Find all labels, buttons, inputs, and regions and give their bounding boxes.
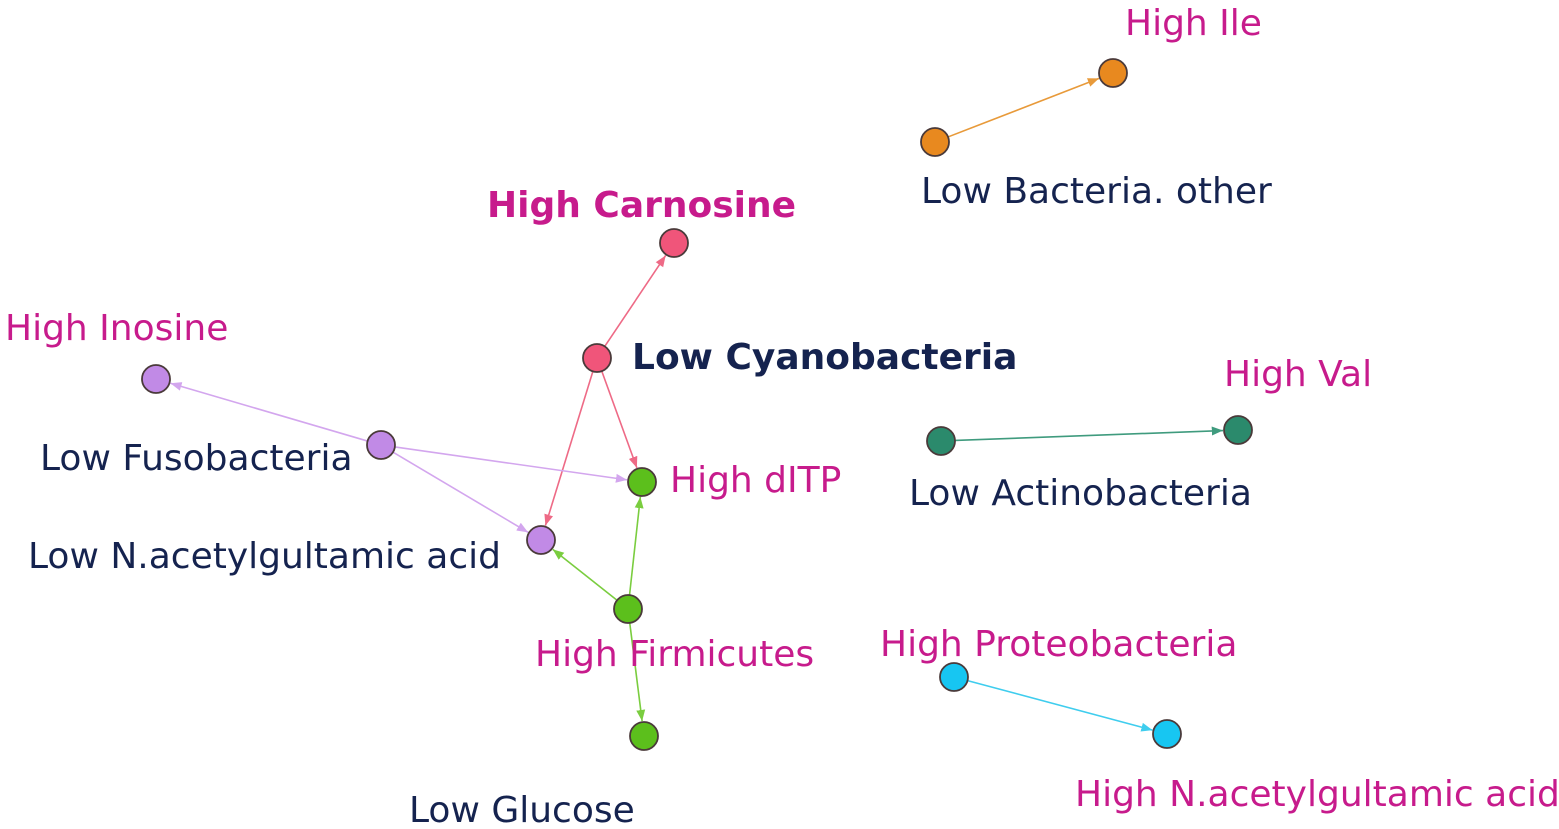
label-high-firmicutes: High Firmicutes: [535, 634, 814, 675]
label-high-val: High Val: [1224, 354, 1372, 395]
node-high-val[interactable]: [1223, 415, 1253, 445]
node-low-actinobacteria[interactable]: [926, 426, 956, 456]
node-low-n-acetylgultamic-acid[interactable]: [526, 525, 556, 555]
node-high-ile[interactable]: [1098, 58, 1128, 88]
node-high-firmicutes[interactable]: [613, 594, 643, 624]
edge-low-bacteria-other-to-high-ile: [947, 77, 1100, 138]
edge-high-proteobacteria-to-high-n-acetylgultamic-acid: [967, 679, 1153, 732]
label-high-ile: High Ile: [1125, 3, 1262, 44]
edge-high-firmicutes-to-low-glucose: [628, 622, 646, 722]
edge-high-firmicutes-to-low-n-acetylgultamic-acid: [552, 548, 618, 601]
node-high-carnosine[interactable]: [659, 228, 689, 258]
label-high-inosine: High Inosine: [5, 308, 228, 349]
label-high-proteobacteria: High Proteobacteria: [880, 624, 1237, 665]
label-low-cyanobacteria: Low Cyanobacteria: [632, 337, 1017, 378]
edge-high-firmicutes-to-high-ditp: [628, 496, 644, 596]
node-high-ditp[interactable]: [627, 467, 657, 497]
edge-low-fusobacteria-to-high-ditp: [394, 446, 628, 483]
label-high-ditp: High dITP: [670, 460, 841, 501]
node-low-fusobacteria[interactable]: [366, 430, 396, 460]
node-high-inosine[interactable]: [141, 364, 171, 394]
label-low-n-acetylgultamic-acid: Low N.acetylgultamic acid: [28, 536, 501, 577]
edge-low-cyanobacteria-to-low-n-acetylgultamic-acid: [544, 371, 594, 526]
label-high-carnosine: High Carnosine: [487, 185, 796, 226]
label-high-n-acetylgultamic-acid: High N.acetylgultamic acid: [1075, 774, 1559, 815]
node-high-proteobacteria[interactable]: [939, 662, 969, 692]
node-low-bacteria-other[interactable]: [920, 127, 950, 157]
edge-low-fusobacteria-to-high-inosine: [170, 382, 368, 442]
label-low-bacteria-other: Low Bacteria. other: [921, 171, 1272, 212]
node-low-cyanobacteria[interactable]: [582, 343, 612, 373]
edge-low-actinobacteria-to-high-val: [954, 426, 1224, 442]
label-low-fusobacteria: Low Fusobacteria: [40, 438, 353, 479]
edges-layer: [170, 77, 1224, 732]
edge-low-fusobacteria-to-low-n-acetylgultamic-acid: [392, 451, 529, 534]
node-low-glucose[interactable]: [629, 721, 659, 751]
label-low-glucose: Low Glucose: [409, 790, 635, 829]
edge-low-cyanobacteria-to-high-carnosine: [604, 255, 667, 347]
node-high-n-acetylgultamic-acid[interactable]: [1152, 719, 1182, 749]
nodes-layer: [141, 58, 1253, 751]
label-low-actinobacteria: Low Actinobacteria: [909, 473, 1252, 514]
edge-low-cyanobacteria-to-high-ditp: [601, 370, 638, 469]
